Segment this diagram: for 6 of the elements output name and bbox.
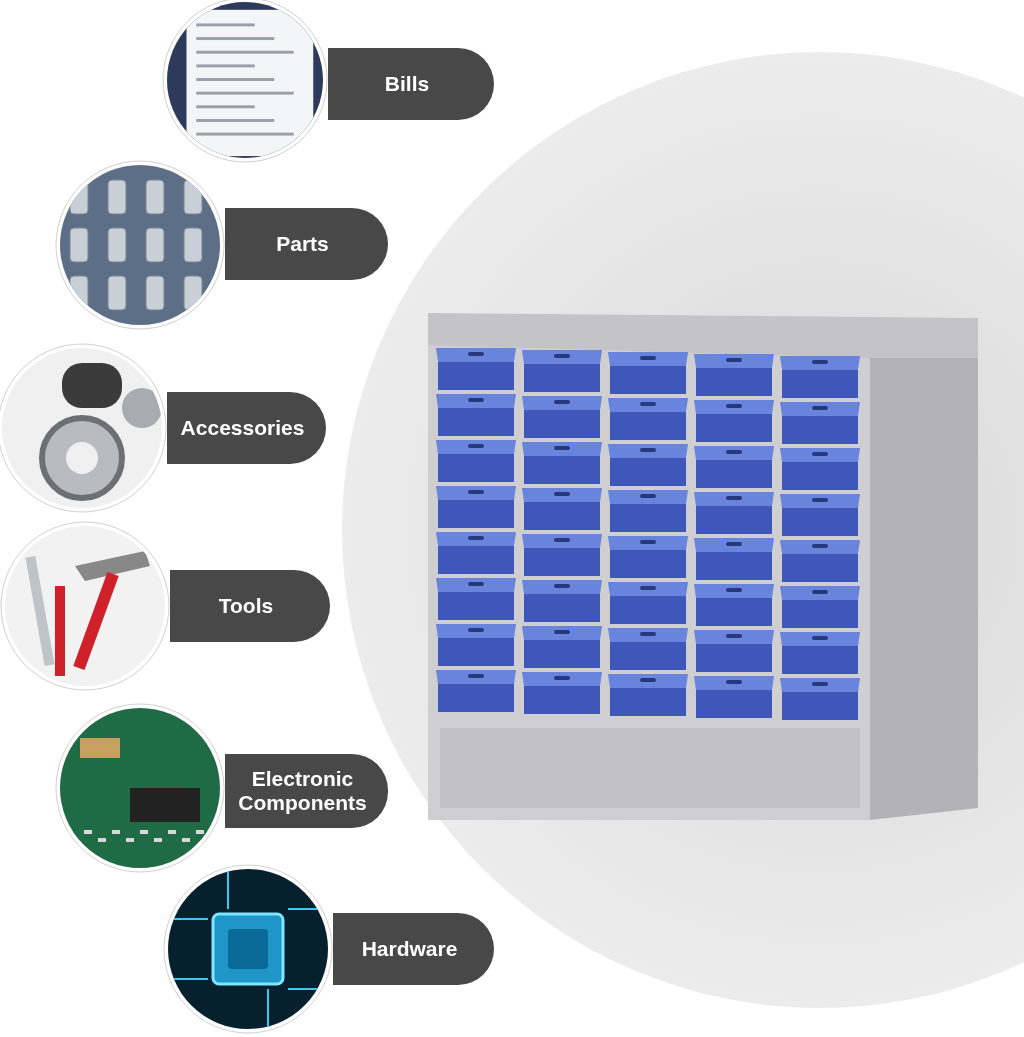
category-label: Electronic Components: [225, 754, 388, 828]
category-label: Tools: [170, 570, 330, 642]
category-label: Bills: [328, 48, 494, 120]
category-label: Hardware: [333, 913, 494, 985]
category-label: Parts: [225, 208, 388, 280]
category-label: Accessories: [167, 392, 326, 464]
